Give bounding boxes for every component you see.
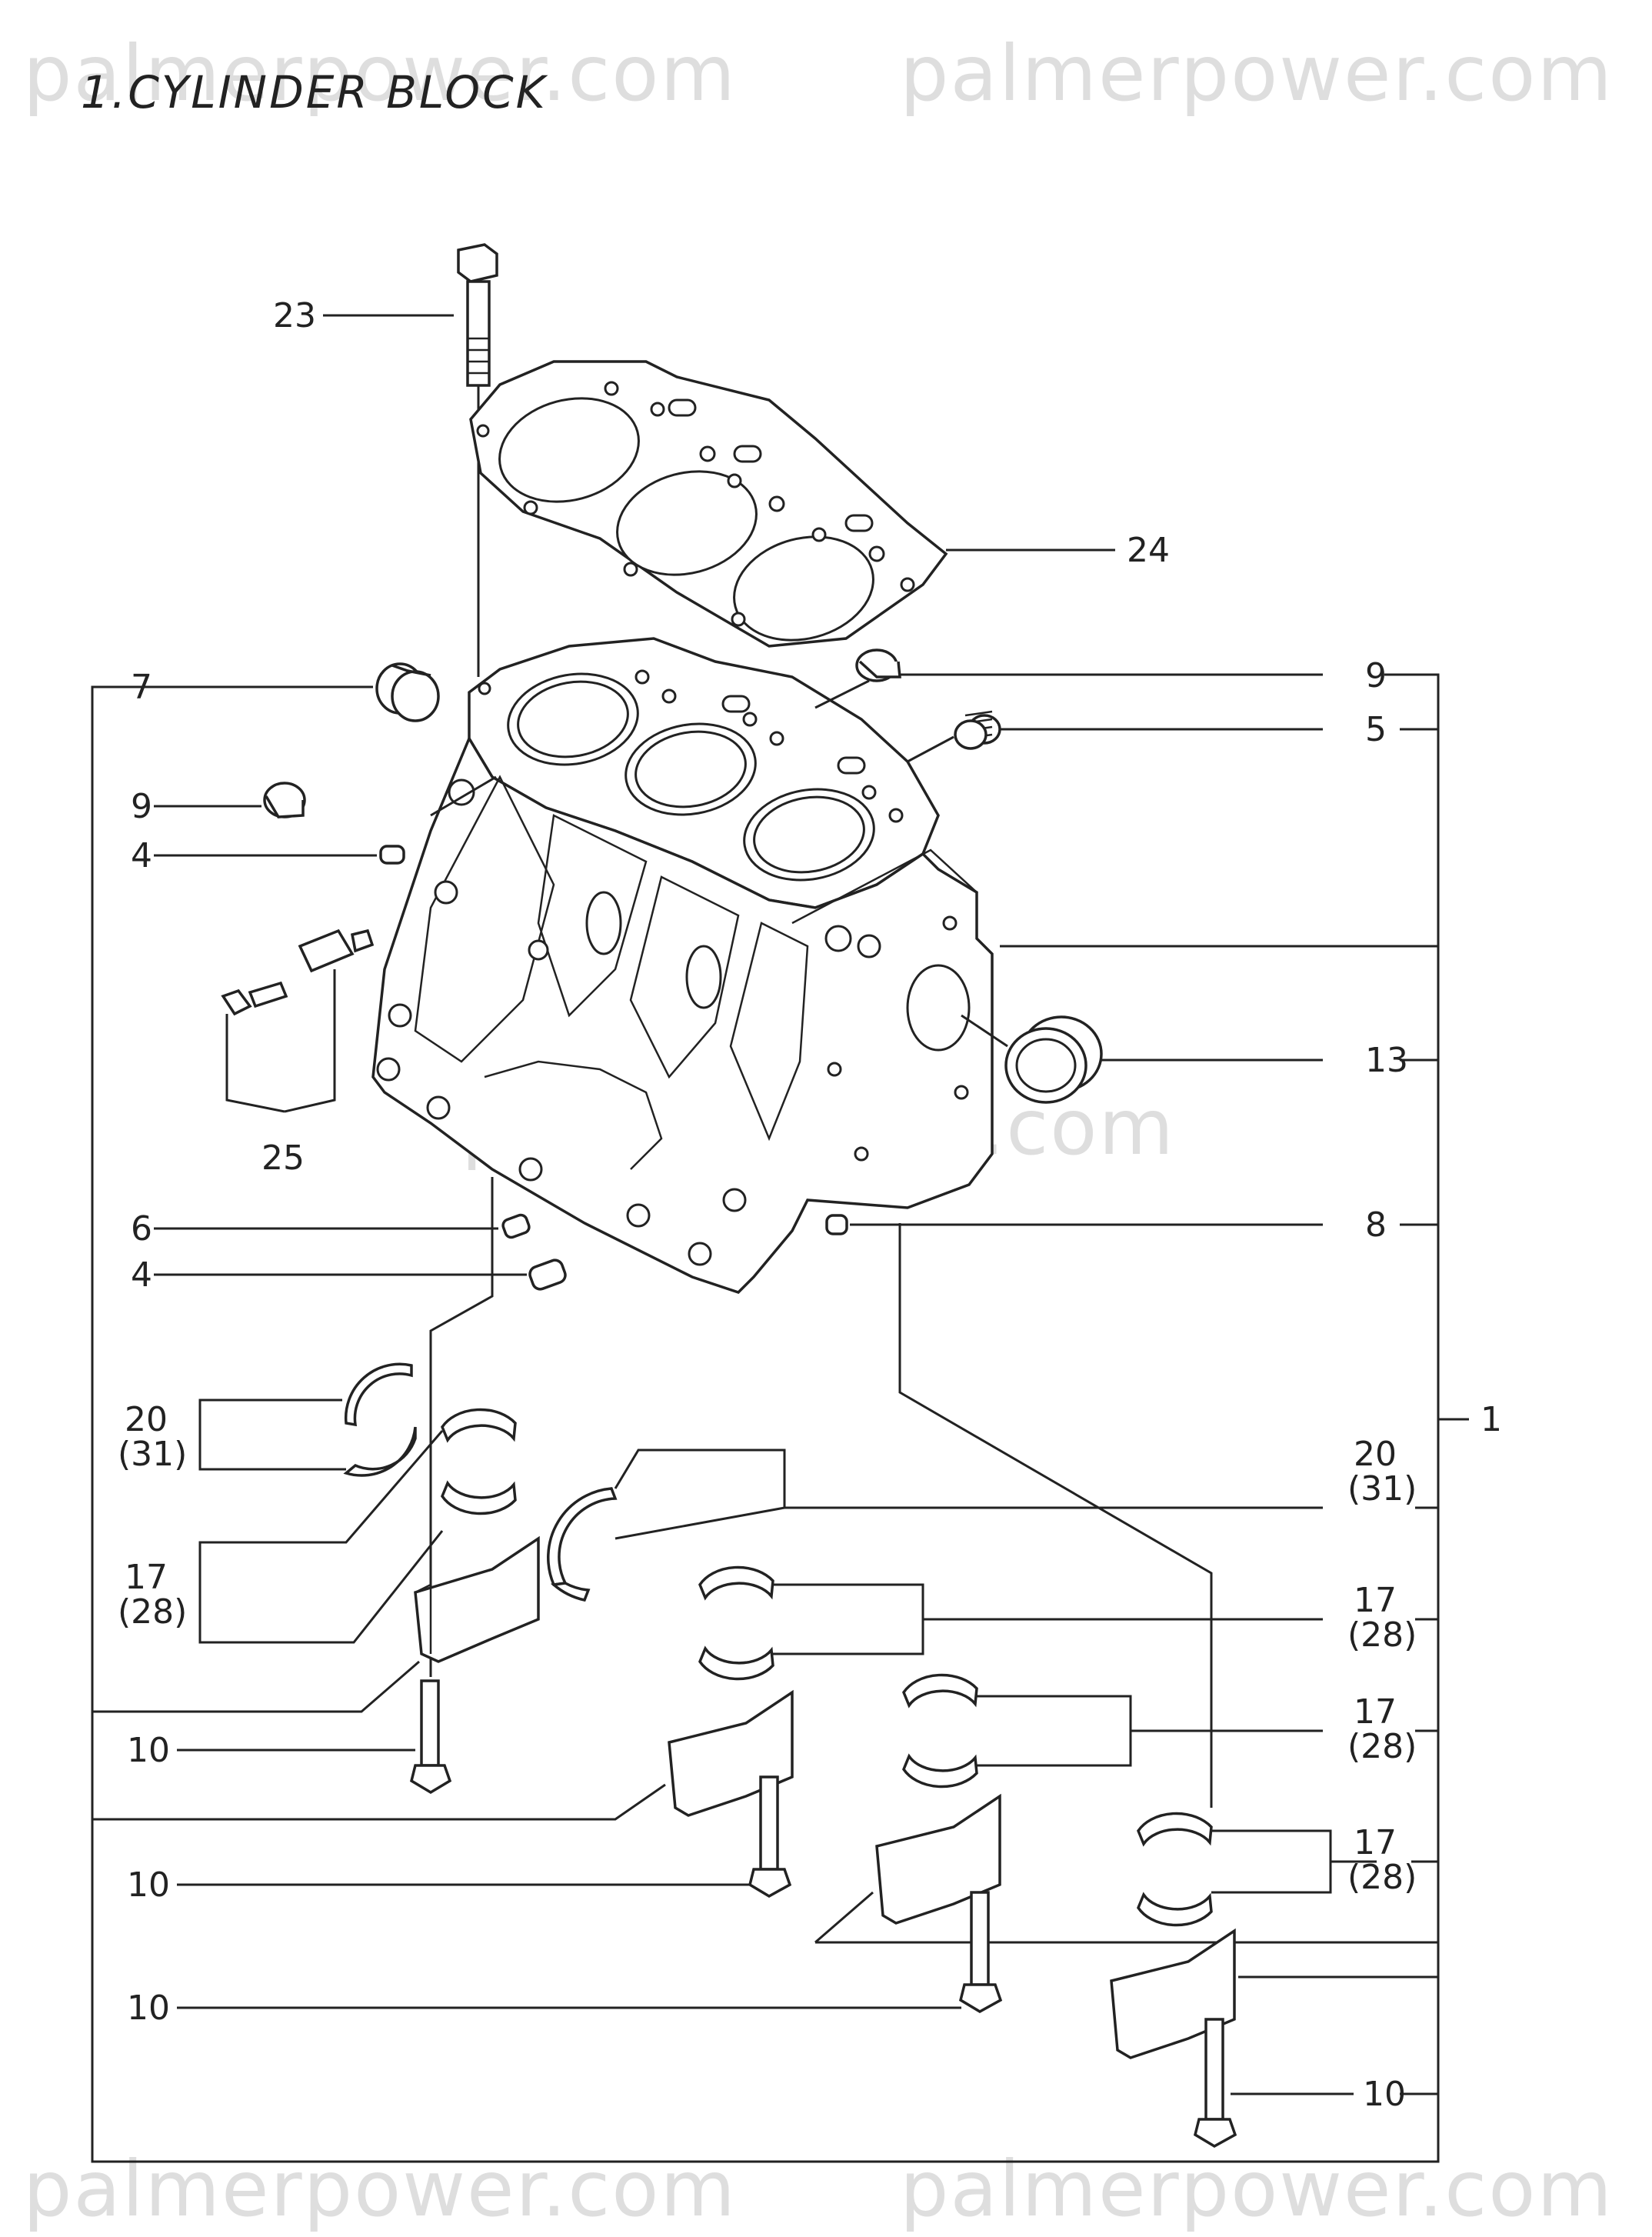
- leader-cap-3-stub: [814, 1891, 874, 1944]
- main-bearing-17-d: [1137, 1812, 1213, 1927]
- callout-9-right: 9: [1365, 656, 1387, 695]
- callout-20-right: 20: [1354, 1435, 1397, 1474]
- callout-10-a: 10: [127, 1731, 170, 1770]
- leader-20-right: [614, 1449, 1323, 1509]
- leader-13-block: [961, 1014, 1008, 1048]
- leader-9-right-block: [814, 679, 870, 709]
- leader-cap-2: [92, 1783, 666, 1821]
- leader-17-left-bracket: [198, 1430, 444, 1644]
- leader-9a-line: [430, 775, 497, 817]
- threaded-plug-8: [825, 1214, 848, 1235]
- cap-bolt-10-b: [748, 1775, 792, 1899]
- callout-20-left-alt: (31): [118, 1435, 187, 1474]
- thrust-washer-20-center: [547, 1487, 618, 1602]
- leader-20-left-bracket: [198, 1399, 346, 1471]
- watermark-top-right: palmerpower.com: [900, 28, 1614, 118]
- cap-bolt-10-a: [409, 1679, 452, 1795]
- callout-5: 5: [1365, 710, 1387, 749]
- callout-9-left: 9: [131, 787, 152, 826]
- head-bolt: [457, 243, 498, 677]
- threaded-plug-5: [954, 710, 1001, 750]
- threaded-plug-4-lower: [528, 1259, 567, 1291]
- callout-10-b: 10: [127, 1865, 170, 1905]
- main-bearing-17-c: [902, 1673, 978, 1789]
- callout-13: 13: [1365, 1041, 1408, 1080]
- callout-17-d: 17: [1354, 1823, 1397, 1862]
- leader-20-right-stub: [615, 1506, 785, 1540]
- callout-8: 8: [1365, 1205, 1387, 1245]
- cap-bolt-10-c: [958, 1891, 1003, 2014]
- head-gasket: [469, 360, 948, 648]
- callout-17-b: 17: [1354, 1581, 1397, 1620]
- callout-25: 25: [261, 1139, 305, 1178]
- threaded-plug-6: [501, 1213, 531, 1239]
- watermark-top-left: palmerpower.com: [23, 28, 737, 118]
- callout-1: 1: [1480, 1400, 1502, 1439]
- callout-6: 6: [131, 1209, 152, 1249]
- callout-17-left: 17: [125, 1558, 168, 1597]
- expansion-plug-7: [375, 662, 440, 722]
- bearing-cap-front: [414, 1535, 540, 1663]
- callout-7: 7: [131, 668, 152, 707]
- watermark-bottom-left: palmerpower.com: [23, 2144, 737, 2234]
- cap-bolt-10-d: [1193, 2018, 1237, 2149]
- callout-20-left: 20: [125, 1400, 168, 1439]
- guide-line-left: [429, 1177, 494, 1677]
- guide-line-right: [898, 1223, 1213, 1808]
- expansion-plug-9-left: [263, 782, 306, 818]
- expansion-plug-9-right: [855, 648, 901, 682]
- main-bearing-17-a: [441, 1408, 517, 1515]
- callout-17-c-alt: (28): [1347, 1727, 1417, 1766]
- thrust-washer-20-left: [343, 1362, 417, 1477]
- callout-4-upper: 4: [131, 836, 152, 875]
- callout-20-right-alt: (31): [1347, 1469, 1417, 1509]
- callout-17-d-alt: (28): [1347, 1858, 1417, 1897]
- callout-24: 24: [1127, 531, 1170, 570]
- main-bearing-17-b: [698, 1565, 774, 1681]
- page-title: 1.CYLINDER BLOCK: [81, 66, 548, 118]
- leader-cap-front: [92, 1660, 420, 1713]
- callout-17-b-alt: (28): [1347, 1615, 1417, 1655]
- camshaft-bushing-13: [1004, 1015, 1103, 1104]
- callout-10-c: 10: [127, 1989, 170, 2028]
- callout-10-d: 10: [1363, 2075, 1406, 2114]
- oil-pressure-fitting-25: [221, 928, 375, 1113]
- watermark-bottom-right: palmerpower.com: [900, 2144, 1614, 2234]
- leader-17-d-bracket: [1211, 1829, 1332, 1894]
- callout-17-c: 17: [1354, 1692, 1397, 1732]
- callout-4-lower: 4: [131, 1255, 152, 1295]
- leader-17-b-bracket: [773, 1583, 924, 1655]
- leader-17-c-bracket: [977, 1695, 1132, 1767]
- leader-5-block: [907, 735, 954, 763]
- callout-17-left-alt: (28): [118, 1592, 187, 1632]
- callout-23: 23: [273, 296, 316, 335]
- cylinder-block: [371, 637, 994, 1295]
- threaded-plug-4-upper: [379, 845, 405, 865]
